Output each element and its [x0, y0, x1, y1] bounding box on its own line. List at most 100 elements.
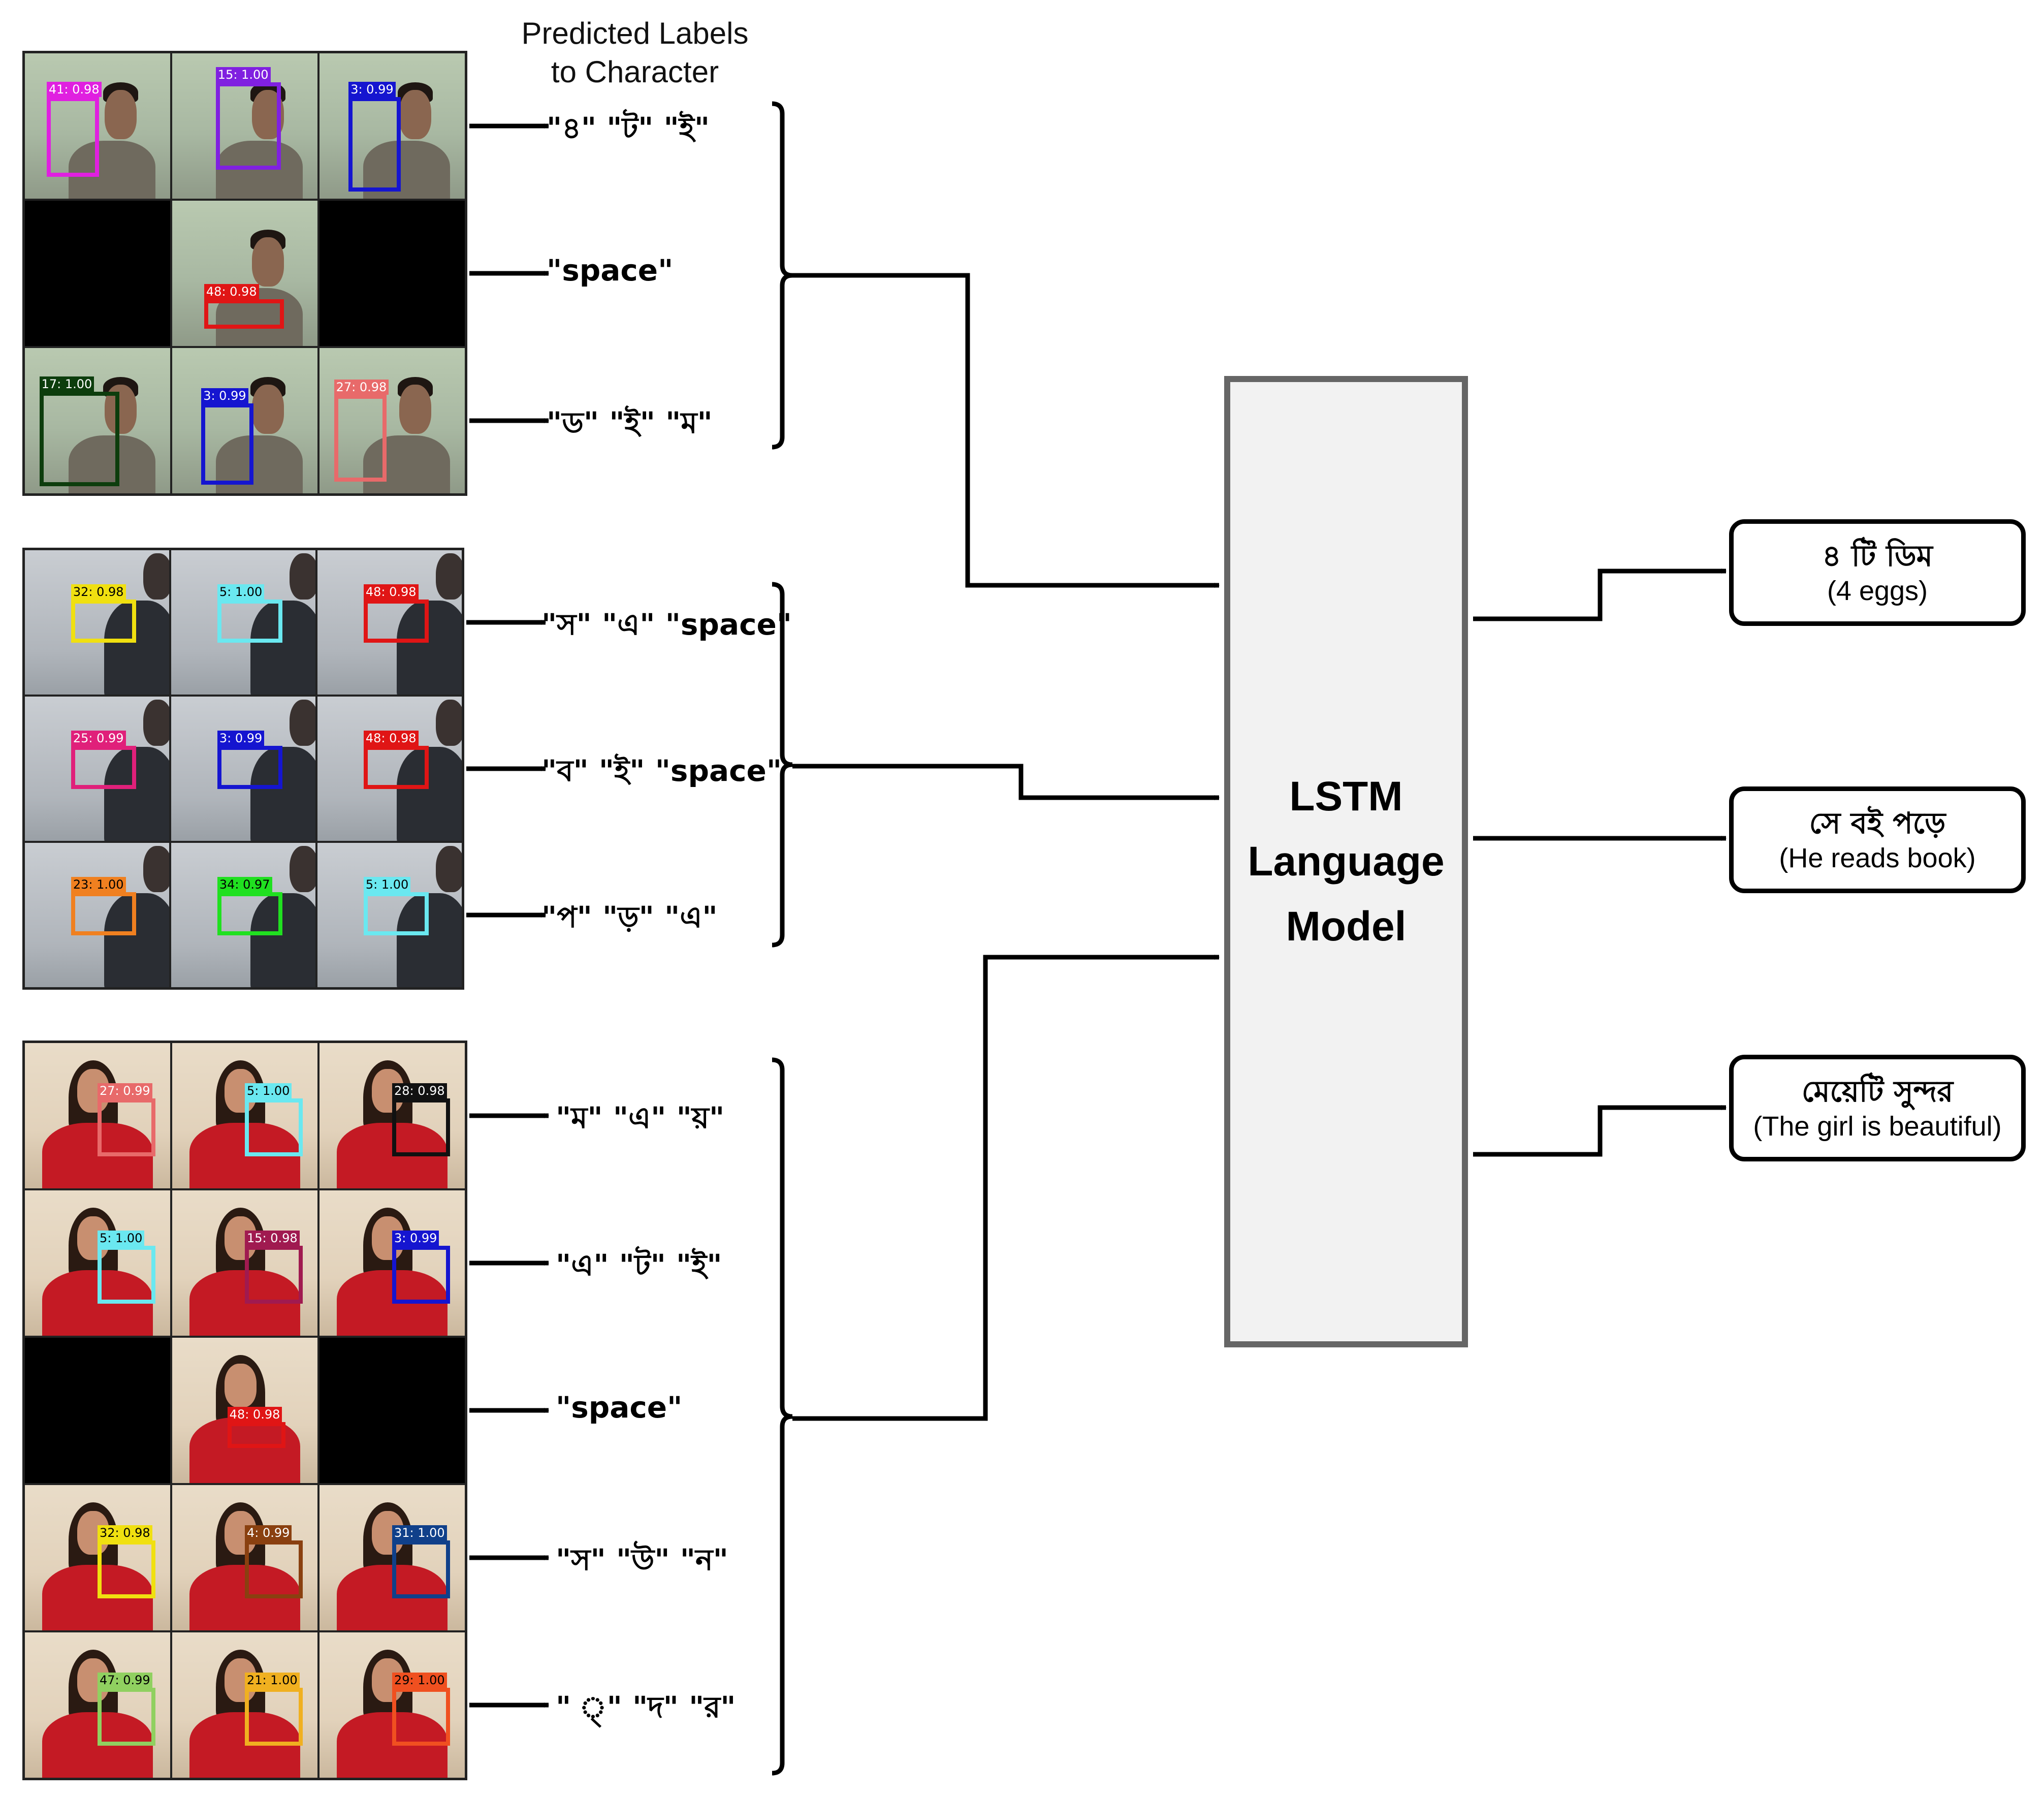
- detection-label: 32: 0.98: [98, 1525, 152, 1540]
- detection-box: 15: 1.00: [215, 67, 281, 170]
- detection-label: 5: 1.00: [363, 876, 411, 892]
- lstm-model-box: LSTM Language Model: [1224, 376, 1468, 1347]
- frame-grid-2: 32: 0.98 5: 1.00 48: 0.98 25: 0.99 3: 0.99 48…: [22, 548, 464, 990]
- detection-box: 3: 0.99: [201, 388, 254, 485]
- video-frame: 15: 1.00: [172, 53, 317, 199]
- predicted-character-label: "ব" "ই" "space": [541, 753, 782, 788]
- output-bengali-2: সে বই পড়ে: [1809, 806, 1946, 840]
- detection-label: 27: 0.98: [334, 379, 389, 395]
- detection-box: 21: 1.00: [245, 1672, 303, 1746]
- video-frame: 23: 1.00: [25, 843, 169, 987]
- detection-label: 5: 1.00: [217, 584, 265, 600]
- header-line-1: Predicted Labels: [521, 16, 749, 50]
- video-frame: 48: 0.98: [317, 550, 462, 695]
- detection-box: 48: 0.98: [227, 1406, 286, 1448]
- detection-label: 5: 1.00: [98, 1230, 145, 1246]
- video-frame: 27: 0.98: [320, 348, 465, 493]
- video-frame: 3: 0.99: [171, 697, 315, 841]
- detection-box: 27: 0.99: [98, 1083, 156, 1157]
- detection-label: 31: 1.00: [392, 1525, 447, 1540]
- detection-label: 48: 0.98: [204, 284, 259, 300]
- predicted-character-label: "৪" "ট" "ই": [547, 111, 710, 145]
- detection-label: 3: 0.99: [201, 388, 248, 403]
- connector-group-1: [792, 273, 1220, 588]
- video-frame: 34: 0.97: [171, 843, 315, 987]
- detection-label: 27: 0.99: [98, 1083, 152, 1098]
- person-figure: [317, 843, 462, 987]
- detection-label: 34: 0.97: [217, 876, 272, 892]
- video-frame: 15: 0.98: [172, 1190, 317, 1336]
- detection-box: 29: 1.00: [392, 1672, 451, 1746]
- detection-label: 3: 0.99: [217, 730, 265, 746]
- video-frame: 3: 0.99: [320, 1190, 465, 1336]
- detection-box: 31: 1.00: [392, 1525, 451, 1599]
- frame-grid-3: 27: 0.99 5: 1.00 28: 0.98 5: 1.00 15: 0.98 3:…: [22, 1041, 467, 1780]
- detection-label: 48: 0.98: [363, 730, 419, 746]
- detection-box: 32: 0.98: [71, 584, 136, 643]
- video-frame: 21: 1.00: [172, 1632, 317, 1778]
- detection-label: 25: 0.99: [71, 730, 126, 746]
- video-frame: 32: 0.98: [25, 1485, 170, 1630]
- detection-box: 5: 1.00: [363, 876, 429, 935]
- output-box-1: ৪ টি ডিম (4 eggs): [1729, 519, 2026, 626]
- detection-box: 48: 0.98: [363, 730, 429, 789]
- video-frame: 31: 1.00: [320, 1485, 465, 1630]
- detection-label: 29: 1.00: [392, 1672, 447, 1688]
- detection-box: 3: 0.99: [217, 730, 282, 789]
- predicted-character-label: "এ" "ট" "ই": [556, 1248, 722, 1282]
- blank-frame: [25, 201, 170, 346]
- detection-label: 48: 0.98: [363, 584, 419, 600]
- video-frame: 5: 1.00: [171, 550, 315, 695]
- detection-label: 4: 0.99: [245, 1525, 292, 1540]
- video-frame: 28: 0.98: [320, 1043, 465, 1188]
- predicted-character-label: "ড" "ই" "ম": [547, 405, 713, 440]
- detection-box: 4: 0.99: [245, 1525, 303, 1599]
- detection-box: 5: 1.00: [217, 584, 282, 643]
- predicted-character-label: "স" "উ" "ন": [556, 1542, 728, 1577]
- video-frame: 3: 0.99: [172, 348, 317, 493]
- output-english-1: (4 eggs): [1827, 576, 1928, 606]
- video-frame: 47: 0.99: [25, 1632, 170, 1778]
- video-frame: 25: 0.99: [25, 697, 169, 841]
- detection-box: 32: 0.98: [98, 1525, 156, 1599]
- detection-box: 5: 1.00: [98, 1230, 156, 1304]
- detection-label: 41: 0.98: [46, 81, 102, 97]
- video-frame: 5: 1.00: [172, 1043, 317, 1188]
- person-figure: [171, 843, 315, 987]
- predicted-character-label: "space": [556, 1390, 683, 1425]
- detection-box: 27: 0.98: [334, 379, 389, 482]
- person-figure: [25, 697, 169, 841]
- detection-box: 28: 0.98: [392, 1083, 451, 1157]
- predicted-character-label: "space": [547, 253, 674, 288]
- output-english-3: (The girl is beautiful): [1753, 1111, 2002, 1142]
- detection-label: 3: 0.99: [392, 1230, 439, 1246]
- person-figure: [317, 550, 462, 695]
- video-frame: 3: 0.99: [320, 53, 465, 199]
- blank-frame: [320, 201, 465, 346]
- predicted-character-label: " ্" "দ" "র": [556, 1690, 736, 1724]
- detection-label: 32: 0.98: [71, 584, 126, 600]
- model-line-3: Model: [1286, 903, 1407, 950]
- group-bracket: [772, 101, 793, 450]
- video-frame: 32: 0.98: [25, 550, 169, 695]
- detection-label: 48: 0.98: [227, 1406, 282, 1422]
- blank-frame: [25, 1338, 170, 1483]
- person-figure: [172, 1338, 317, 1483]
- person-figure: [171, 550, 315, 695]
- detection-box: 23: 1.00: [71, 876, 136, 935]
- connector-group-2: [792, 764, 1220, 800]
- video-frame: 17: 1.00: [25, 348, 170, 493]
- group-bracket: [772, 1057, 793, 1776]
- detection-box: 47: 0.99: [98, 1672, 156, 1746]
- video-frame: 4: 0.99: [172, 1485, 317, 1630]
- detection-box: 41: 0.98: [46, 81, 102, 177]
- predicted-character-label: "ম" "এ" "য়": [556, 1100, 725, 1135]
- detection-box: 5: 1.00: [245, 1083, 303, 1157]
- detection-label: 23: 1.00: [71, 876, 126, 892]
- detection-box: 48: 0.98: [363, 584, 429, 643]
- output-bengali-3: মেয়েটি সুন্দর: [1801, 1074, 1954, 1109]
- person-figure: [320, 348, 465, 493]
- detection-label: 21: 1.00: [245, 1672, 300, 1688]
